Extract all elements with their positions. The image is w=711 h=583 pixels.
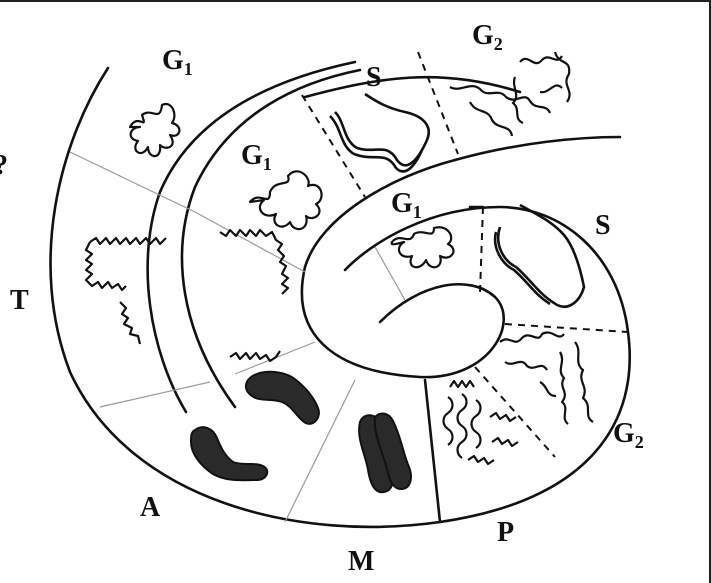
label-partial-left: ?	[0, 152, 8, 180]
spiral-band-line-3	[180, 68, 362, 409]
g1-chromatin-inner	[390, 226, 455, 269]
label-s-right: S	[595, 210, 611, 241]
divider-inner-g1	[374, 246, 406, 301]
label-g2-right: G2	[613, 418, 644, 452]
dash-g1-s-inner	[479, 206, 484, 293]
label-g1-top: G1	[162, 45, 193, 79]
divider-g1-t-inner	[194, 211, 306, 273]
label-t: T	[10, 285, 29, 316]
dash-s-g2-right	[504, 323, 629, 333]
label-p: P	[497, 517, 515, 548]
label-g1-mid: G1	[241, 140, 272, 174]
label-g2-top: G2	[472, 20, 503, 54]
g2-chromatin-top	[449, 51, 571, 137]
label-g1-inner: G1	[391, 188, 422, 222]
spiral-inner-curve	[300, 158, 505, 379]
s-chromatin-top	[334, 92, 430, 167]
dash-g1-s-top	[301, 94, 366, 198]
m-p-divider	[423, 378, 442, 524]
m-chromosome-2	[373, 412, 412, 491]
spiral-band-line-2	[146, 60, 357, 414]
g2-chromatin-right	[499, 331, 594, 425]
a-chromosome-lower	[189, 426, 269, 482]
label-s-top: S	[366, 62, 382, 93]
label-m: M	[348, 546, 375, 577]
t-chromatin-left	[84, 236, 167, 345]
divider-m-a	[284, 379, 356, 523]
g1-chromatin-top	[128, 102, 181, 158]
a-chromosome-upper	[244, 370, 320, 425]
s-chromatin-right	[496, 203, 586, 308]
divider-t-g1	[69, 151, 196, 213]
t-chromatin-right	[219, 228, 290, 363]
dash-s-g2-top	[417, 51, 459, 155]
p-chromatin	[442, 379, 519, 466]
label-a: A	[140, 492, 161, 523]
divider-t-a	[99, 381, 211, 408]
spiral-outer-boundary	[49, 66, 631, 529]
g1-chromatin-mid	[248, 170, 323, 231]
spiral-inner-boundary	[303, 75, 522, 99]
spiral-band-line-4	[453, 135, 622, 162]
